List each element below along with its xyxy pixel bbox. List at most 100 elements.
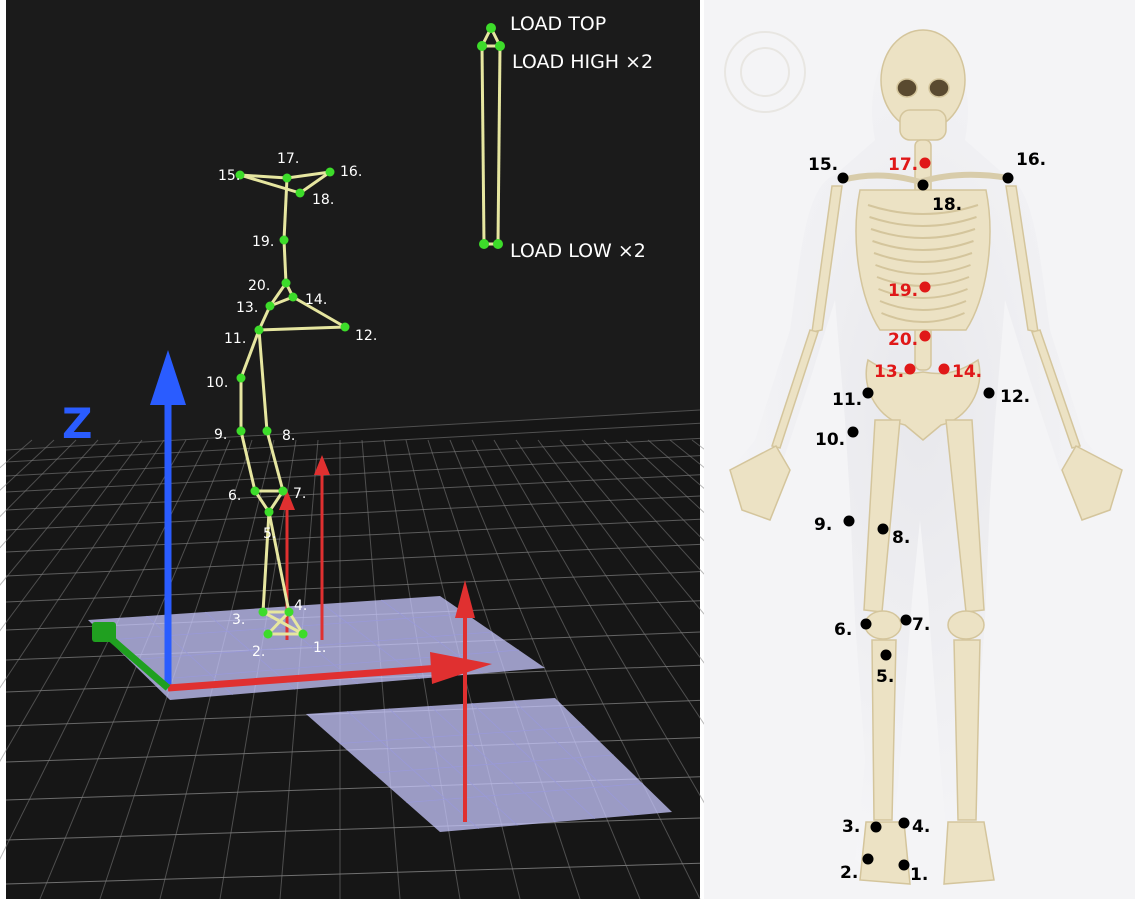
mocap-marker-label-15: 15. [218,168,240,184]
segment-20-19 [284,240,286,283]
load-left-rail [482,46,484,244]
skeleton-marker-label-13: 13. [874,362,904,382]
mocap-marker-13 [266,302,275,311]
load-top-marker [486,23,496,33]
skeleton-marker-label-10: 10. [815,430,845,450]
skeleton-marker-2 [863,854,874,865]
mocap-marker-label-13: 13. [236,300,258,316]
skeleton-marker-14 [939,364,950,375]
skeleton-marker-17 [920,158,931,169]
mocap-marker-label-20: 20. [248,278,270,294]
mocap-marker-label-17: 17. [277,151,299,167]
z-axis-label: Z [62,399,92,448]
skeleton-marker-16 [1003,173,1014,184]
load-right-rail [498,46,500,244]
mocap-marker-label-12: 12. [355,328,377,344]
y-axis-arrowhead [92,622,116,642]
mocap-marker-label-16: 16. [340,164,362,180]
skeleton-marker-20 [920,331,931,342]
mocap-marker-2 [264,630,273,639]
mocap-marker-label-1: 1. [313,640,326,656]
mocap-marker-label-10: 10. [206,375,228,391]
skeleton-marker-label-7: 7. [912,615,930,635]
right-eye-socket [929,79,949,97]
mocap-marker-10 [237,374,246,383]
skeleton-marker-7 [901,615,912,626]
load-top-label: LOAD TOP [510,13,606,35]
mocap-marker-label-7: 7. [293,486,306,502]
load-low-label: LOAD LOW ×2 [510,240,646,262]
mocap-marker-label-9: 9. [214,427,227,443]
mocap-marker-8 [263,427,272,436]
skeleton-marker-label-1: 1. [910,865,928,885]
skeleton-marker-label-3: 3. [842,817,860,837]
load-low-marker-left [479,239,489,249]
mocap-marker-20 [282,279,291,288]
mocap-marker-label-2: 2. [252,644,265,660]
mocap-marker-1 [299,630,308,639]
skeleton-marker-9 [844,516,855,527]
skeleton-marker-label-17: 17. [888,155,918,175]
mocap-marker-18 [296,189,305,198]
mocap-marker-6 [251,487,260,496]
mocap-marker-9 [237,427,246,436]
load-high-marker-right [495,41,505,51]
mocap-marker-label-5: 5. [263,526,276,542]
skeleton-marker-label-11: 11. [832,390,862,410]
mocap-marker-17 [283,174,292,183]
skeleton-marker-4 [899,818,910,829]
skeleton-marker-12 [984,388,995,399]
jaw [900,110,946,140]
mocap-marker-14 [289,293,298,302]
mocap-marker-19 [280,236,289,245]
skeleton-marker-5 [881,650,892,661]
skeleton-marker-11 [863,388,874,399]
mocap-marker-11 [255,326,264,335]
skeleton-marker-label-18: 18. [932,195,962,215]
mocap-marker-label-11: 11. [224,331,246,347]
skeleton-marker-3 [871,822,882,833]
mocap-marker-label-8: 8. [282,428,295,444]
skeleton-marker-label-9: 9. [814,515,832,535]
mocap-marker-label-6: 6. [228,488,241,504]
mocap-marker-4 [285,608,294,617]
skeleton-marker-label-8: 8. [892,528,910,548]
skeleton-marker-label-15: 15. [808,155,838,175]
skeleton-marker-label-14: 14. [952,362,982,382]
mocap-marker-label-18: 18. [312,192,334,208]
skeleton-marker-label-4: 4. [912,817,930,837]
skeleton-marker-19 [920,282,931,293]
left-foot [860,822,910,884]
load-high-marker-left [477,41,487,51]
mocap-marker-label-14: 14. [305,292,327,308]
right-tibia [954,640,980,820]
load-high-label: LOAD HIGH ×2 [512,51,653,73]
mocap-marker-5 [265,508,274,517]
left-eye-socket [897,79,917,97]
mocap-marker-12 [341,323,350,332]
load-low-marker-right [493,239,503,249]
mocap-marker-16 [326,168,335,177]
skeleton-panel: 1. 2. 3. 4. 5. 6. 7. 8. 9. 10. 11. 12. 13. 14. 15. 16. 1… [704,0,1135,899]
skeleton-marker-6 [861,619,872,630]
mocap-marker-7 [279,487,288,496]
skeleton-marker-label-19: 19. [888,281,918,301]
mocap-marker-label-4: 4. [294,598,307,614]
skeleton-marker-label-12: 12. [1000,387,1030,407]
skeleton-marker-label-16: 16. [1016,150,1046,170]
skeleton-marker-label-20: 20. [888,330,918,350]
skeleton-marker-18 [918,180,929,191]
skeleton-marker-label-6: 6. [834,620,852,640]
skeleton-marker-label-2: 2. [840,863,858,883]
skeleton-marker-label-5: 5. [876,667,894,687]
skeleton-marker-8 [878,524,889,535]
mocap-marker-3 [259,608,268,617]
mocap-marker-label-3: 3. [232,612,245,628]
mocap-marker-label-19: 19. [252,234,274,250]
skeleton-marker-1 [899,860,910,871]
skeleton-marker-15 [838,173,849,184]
right-knee [948,611,984,639]
skeleton-marker-13 [905,364,916,375]
